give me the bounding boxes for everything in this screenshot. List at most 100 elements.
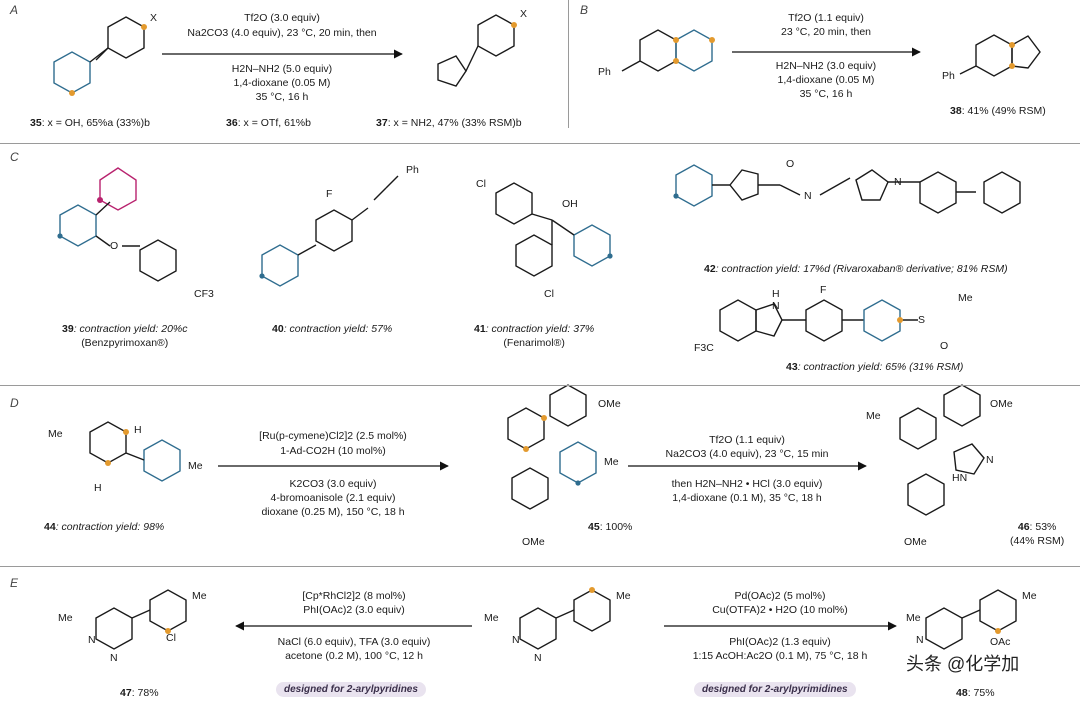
d-cond2-2: Na2CO3 (4.0 equiv), 23 °C, 15 min <box>665 448 829 460</box>
c39-aryl-ring <box>139 239 177 282</box>
d-atom-label: Me <box>604 456 619 468</box>
e-right-cond-4: 1:15 AcOH:Ac2O (0.1 M), 75 °C, 18 h <box>692 650 868 662</box>
c-atom-label: Me <box>958 292 973 304</box>
e-atom-label: N <box>916 634 924 646</box>
a-cond-top-2: Na2CO3 (4.0 equiv), 23 °C, 20 min, then <box>187 27 377 39</box>
e-caption-47: 47: 78% <box>120 687 159 699</box>
c-atom-label: O <box>940 340 949 352</box>
b-cond-bottom-1: H2N–NH2 (3.0 equiv) <box>775 60 877 72</box>
divider-d-e <box>0 566 1080 567</box>
d45-core-ring <box>507 407 545 450</box>
c-atom-label: F <box>326 188 333 200</box>
c41-pyrimidine-ring <box>573 224 611 267</box>
d-atom-label: Me <box>188 460 203 472</box>
c43-benzimidazole-benzo <box>719 299 757 342</box>
c-atom-label: N <box>894 176 902 188</box>
d-atom-label: OMe <box>990 398 1013 410</box>
c41-chlorophenyl-ring-2 <box>515 234 553 277</box>
b-triazine-ring <box>675 29 713 72</box>
d45-pyrimidine-ring <box>559 441 597 484</box>
c-atom-label: S <box>918 314 926 326</box>
c41-chlorophenyl-ring-1 <box>495 182 533 225</box>
e-atom-label: Me <box>58 612 73 624</box>
divider-a-b <box>568 0 569 128</box>
a-cond-bottom-1: H2N–NH2 (5.0 equiv) <box>231 63 333 75</box>
c43-fluorophenyl-ring <box>805 299 843 342</box>
d44-pyrimidine-ring <box>143 439 181 482</box>
a-caption-35: 35: x = OH, 65%a (33%)b <box>30 117 150 129</box>
e-atom-label: Me <box>616 590 631 602</box>
a-phenyl-ring <box>107 16 145 59</box>
d46-core-ring <box>899 407 937 450</box>
d-atom-label: H <box>94 482 102 494</box>
c-atom-label: H <box>772 288 780 300</box>
b-caption-38: 38: 41% (49% RSM) <box>950 105 1046 117</box>
e-atom-label: Me <box>906 612 921 624</box>
c40-pyrimidine-ring <box>261 244 299 287</box>
d-atom-label: N <box>986 454 994 466</box>
d46-anisyl-ring-bottom <box>907 473 945 516</box>
d-cond2-1: Tf2O (1.1 equiv) <box>709 434 785 446</box>
d-cond2-4: 1,4-dioxane (0.1 M), 35 °C, 18 h <box>672 492 822 504</box>
d-atom-label: HN <box>952 472 968 484</box>
d-caption-45: 45: 100% <box>588 521 633 533</box>
c-caption-43: 43: contraction yield: 65% (31% RSM) <box>786 361 964 373</box>
e-atom-label: Me <box>1022 590 1037 602</box>
b-benzo-ring <box>639 29 677 72</box>
c-atom-label: OH <box>562 198 578 210</box>
e-pill-left: designed for 2-arylpyridines <box>276 682 426 697</box>
e-left-cond-1: [Cp*RhCl2]2 (8 mol%) <box>302 590 406 602</box>
d-atom-label: OMe <box>522 536 545 548</box>
c-atom-label: O <box>786 158 795 170</box>
c-caption-39: 39: contraction yield: 20%c (Benzpyrimox… <box>62 323 188 349</box>
c-caption-40: 40: contraction yield: 57% <box>272 323 393 335</box>
c43-benzimidazole-imid <box>755 303 783 337</box>
c-atom-label: F3C <box>694 342 714 354</box>
e-pill-right: designed for 2-arylpyrimidines <box>694 682 856 697</box>
a-caption-37: 37: x = NH2, 47% (33% RSM)b <box>376 117 522 129</box>
divider-c-d <box>0 385 1080 386</box>
d-atom-label: OMe <box>904 536 927 548</box>
c42-oxazolidinone-ring <box>855 169 889 201</box>
e-atom-label: N <box>534 652 542 664</box>
d-cond1-2: 1-Ad-CO2H (10 mol%) <box>280 445 386 457</box>
e48-pyrimidine-ring <box>925 607 963 650</box>
c39-pyrimidine-ring <box>59 204 97 247</box>
d-atom-label: Me <box>866 410 881 422</box>
c42-morpholinone-ring <box>983 171 1021 214</box>
d-caption-46: 46: 53% (44% RSM) <box>1010 521 1065 547</box>
c43-pyrimidine-ring <box>863 299 901 342</box>
b-substituent-ph: Ph <box>598 66 611 78</box>
e-right-cond-3: PhI(OAc)2 (1.3 equiv) <box>729 636 831 648</box>
d45-anisyl-ring-top <box>549 384 587 427</box>
c-atom-label: Ph <box>406 164 419 176</box>
e48-aryl-ring <box>979 589 1017 632</box>
d-cond1-5: dioxane (0.25 M), 150 °C, 18 h <box>261 506 405 518</box>
a-triazine-ring <box>53 51 91 94</box>
e-atom-label: N <box>88 634 96 646</box>
d46-pyrazole-ring <box>953 443 985 475</box>
c-atom-label: CF3 <box>194 288 214 300</box>
panel-label-a: A <box>10 3 19 17</box>
c-atom-label: Cl <box>544 288 554 300</box>
panel-label-b: B <box>580 3 589 17</box>
d45-anisyl-ring-bottom <box>511 467 549 510</box>
b-product-pyrazole-ring <box>1011 35 1041 69</box>
d-atom-label: H <box>134 424 142 436</box>
d-cond1-3: K2CO3 (3.0 equiv) <box>289 478 377 490</box>
a-cond-bottom-3: 35 °C, 16 h <box>255 91 309 103</box>
a-substituent-x: X <box>150 12 158 24</box>
c-caption-42: 42: contraction yield: 17%d (Rivaroxaban… <box>704 263 1008 275</box>
panel-label-e: E <box>10 576 19 590</box>
e47-aryl-ring <box>149 589 187 632</box>
e-atom-label: N <box>512 634 520 646</box>
a-cond-top-1: Tf2O (3.0 equiv) <box>244 12 320 24</box>
c40-aryl-ring <box>315 209 353 252</box>
b-product-benzo-ring <box>975 34 1013 77</box>
d44-aryl-ring <box>89 421 127 464</box>
d-cond1-4: 4-bromoanisole (2.1 equiv) <box>270 492 396 504</box>
watermark: 头条 @化学加 <box>906 654 1020 674</box>
e-left-cond-3: NaCl (6.0 equiv), TFA (3.0 equiv) <box>277 636 431 648</box>
panel-label-c: C <box>10 150 19 164</box>
